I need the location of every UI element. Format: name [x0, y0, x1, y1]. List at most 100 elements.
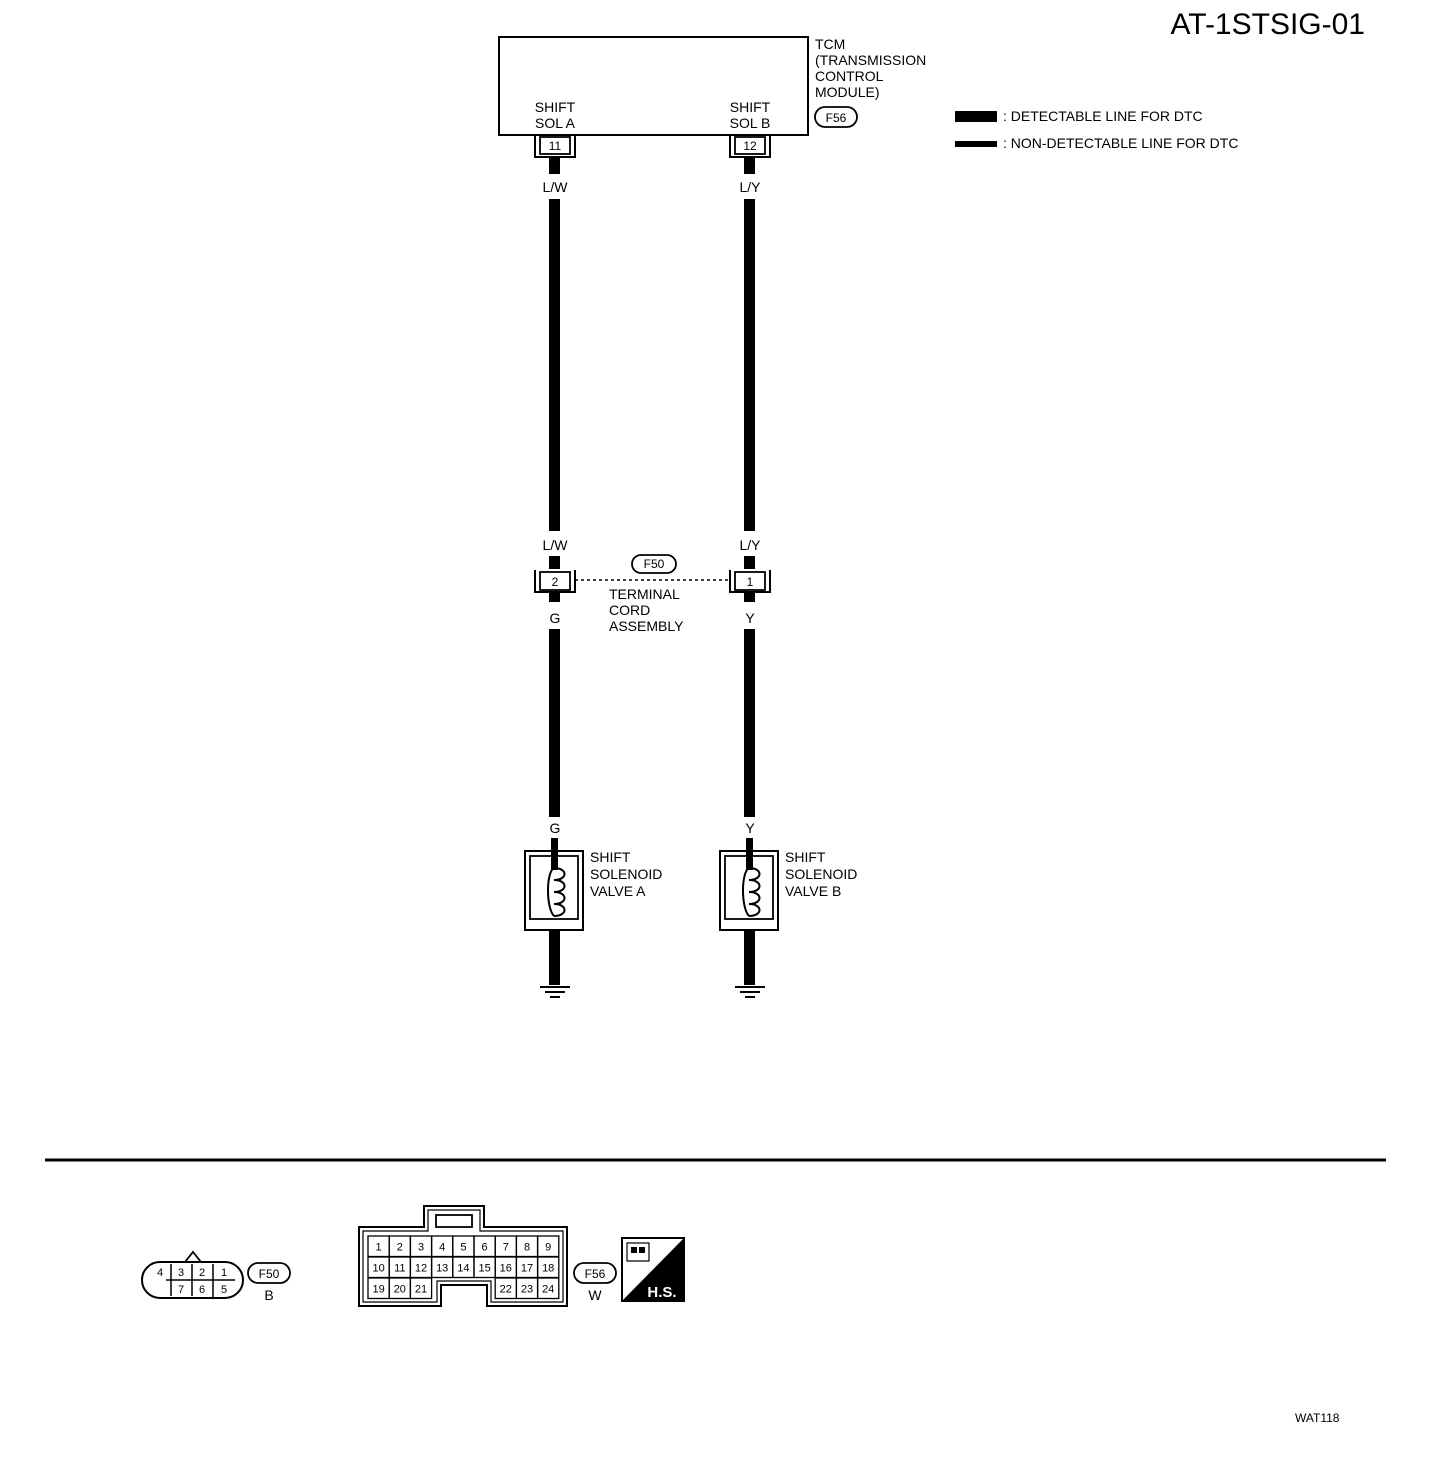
f56-view-inner-outline	[362, 1209, 564, 1303]
terminal-cord-label-2: CORD	[609, 602, 650, 618]
f50-cell: 5	[221, 1284, 227, 1296]
wire-b-color-top: L/Y	[739, 179, 761, 195]
f56-cell-box	[409, 1277, 433, 1300]
f56-cell: 19	[372, 1284, 384, 1296]
tcm-label-4: MODULE)	[815, 84, 880, 100]
f50-pin-right-number: 1	[747, 575, 754, 589]
tcm-pin-b-label-2: SOL B	[730, 115, 771, 131]
wire-b-color-mid: L/Y	[739, 537, 761, 553]
f56-view-outline	[358, 1205, 568, 1307]
solenoid-a-core	[547, 867, 555, 917]
tcm-connector-badge	[814, 106, 858, 128]
tcm-connector-code: F56	[826, 111, 847, 125]
wire-a-stub-top	[549, 157, 560, 174]
legend-non-detectable-label: : NON-DETECTABLE LINE FOR DTC	[1003, 135, 1238, 151]
tcm-pin-a-number: 11	[549, 139, 562, 153]
f56-cell: 12	[415, 1263, 427, 1275]
ground-symbol-a	[540, 986, 570, 998]
solenoid-a-label-3: VALVE A	[590, 883, 646, 899]
f56-cell: 10	[372, 1263, 384, 1275]
tcm-pin-b-label-1: SHIFT	[730, 99, 771, 115]
solenoid-b-label-2: SOLENOID	[785, 866, 857, 882]
f50-view-color: B	[264, 1287, 273, 1303]
f50-pin-right-box	[734, 571, 766, 591]
f56-cell: 2	[397, 1242, 403, 1254]
f56-cell: 20	[394, 1284, 406, 1296]
connector-view-f50: 4 3 2 1 7 6 5	[140, 1250, 245, 1299]
wire-a-upper	[549, 199, 560, 531]
f50-connector-badge	[631, 554, 677, 574]
f56-cell: 17	[521, 1263, 533, 1275]
f50-view-key	[184, 1250, 202, 1263]
f50-pin-left-number: 2	[552, 575, 559, 589]
f56-cell: 4	[439, 1242, 445, 1254]
solenoid-b-label-3: VALVE B	[785, 883, 841, 899]
wire-b-color-lower: Y	[745, 820, 755, 836]
tcm-pin-a-label-2: SOL A	[535, 115, 576, 131]
f56-cell-box	[536, 1277, 560, 1300]
solenoid-b-ground-wire	[744, 930, 755, 985]
tcm-label-1: TCM	[815, 36, 845, 52]
solenoid-a-label-1: SHIFT	[590, 849, 631, 865]
f56-view-code: F56	[585, 1267, 606, 1281]
f56-cell: 14	[457, 1263, 469, 1275]
ground-symbol-b	[735, 986, 765, 998]
f56-cell: 18	[542, 1263, 554, 1275]
wire-b-stub-top	[744, 157, 755, 174]
f56-cell: 16	[500, 1263, 512, 1275]
f56-cell: 3	[418, 1242, 424, 1254]
f56-cell: 22	[500, 1284, 512, 1296]
wire-a-color-top: L/W	[543, 179, 569, 195]
f56-view-lock-tab	[435, 1214, 473, 1228]
legend-detectable-label: : DETECTABLE LINE FOR DTC	[1003, 108, 1203, 124]
f50-cell: 7	[178, 1284, 184, 1296]
wire-a-stub-lower	[549, 592, 560, 602]
tcm-module-box	[498, 36, 809, 136]
f56-cell: 1	[376, 1242, 382, 1254]
f56-cell: 5	[460, 1242, 466, 1254]
f50-pin-left-box	[539, 571, 571, 591]
f56-cell: 11	[394, 1263, 405, 1275]
tcm-label-2: (TRANSMISSION	[815, 52, 926, 68]
harness-side-label: H.S.	[647, 1284, 676, 1301]
wire-a-stub-mid	[549, 556, 560, 569]
f50-cell: 2	[199, 1267, 205, 1279]
solenoid-a-label-2: SOLENOID	[590, 866, 662, 882]
f50-cell: 6	[199, 1284, 205, 1296]
legend-detectable-swatch	[955, 111, 997, 122]
wire-a-lower	[549, 629, 560, 817]
solenoid-b-coil	[748, 867, 761, 917]
terminal-cord-label-1: TERMINAL	[609, 586, 680, 602]
tcm-pin-a-box	[539, 136, 571, 155]
solenoid-b-lead-top	[746, 838, 753, 870]
solenoid-a	[524, 838, 584, 985]
f56-cell: 8	[524, 1242, 530, 1254]
harness-connector-icon	[626, 1242, 650, 1262]
wire-b-stub-lower	[744, 592, 755, 602]
terminal-cord-label-3: ASSEMBLY	[609, 618, 684, 634]
solenoid-a-ground-wire	[549, 930, 560, 985]
f56-cell: 15	[478, 1263, 490, 1275]
f56-cell: 6	[482, 1242, 488, 1254]
f56-cell: 23	[521, 1284, 533, 1296]
solenoid-b-core	[742, 867, 750, 917]
f56-cell: 9	[545, 1242, 551, 1254]
legend-non-detectable-swatch	[955, 141, 997, 147]
figure-id: WAT118	[1295, 1411, 1340, 1425]
f56-view-color: W	[588, 1287, 602, 1303]
f56-cell: 24	[542, 1284, 554, 1296]
f56-cell: 13	[436, 1263, 448, 1275]
wire-b-lower	[744, 629, 755, 817]
wire-a-color-mid: L/W	[543, 537, 569, 553]
solenoid-b-label-1: SHIFT	[785, 849, 826, 865]
f56-view-code-badge	[573, 1262, 617, 1284]
solenoid-a-coil	[553, 867, 566, 917]
wire-b-upper	[744, 199, 755, 531]
solenoid-a-lead-top	[551, 838, 558, 870]
f50-view-outline	[140, 1261, 245, 1299]
f56-cell: 21	[415, 1284, 427, 1296]
wire-b-stub-mid	[744, 556, 755, 569]
